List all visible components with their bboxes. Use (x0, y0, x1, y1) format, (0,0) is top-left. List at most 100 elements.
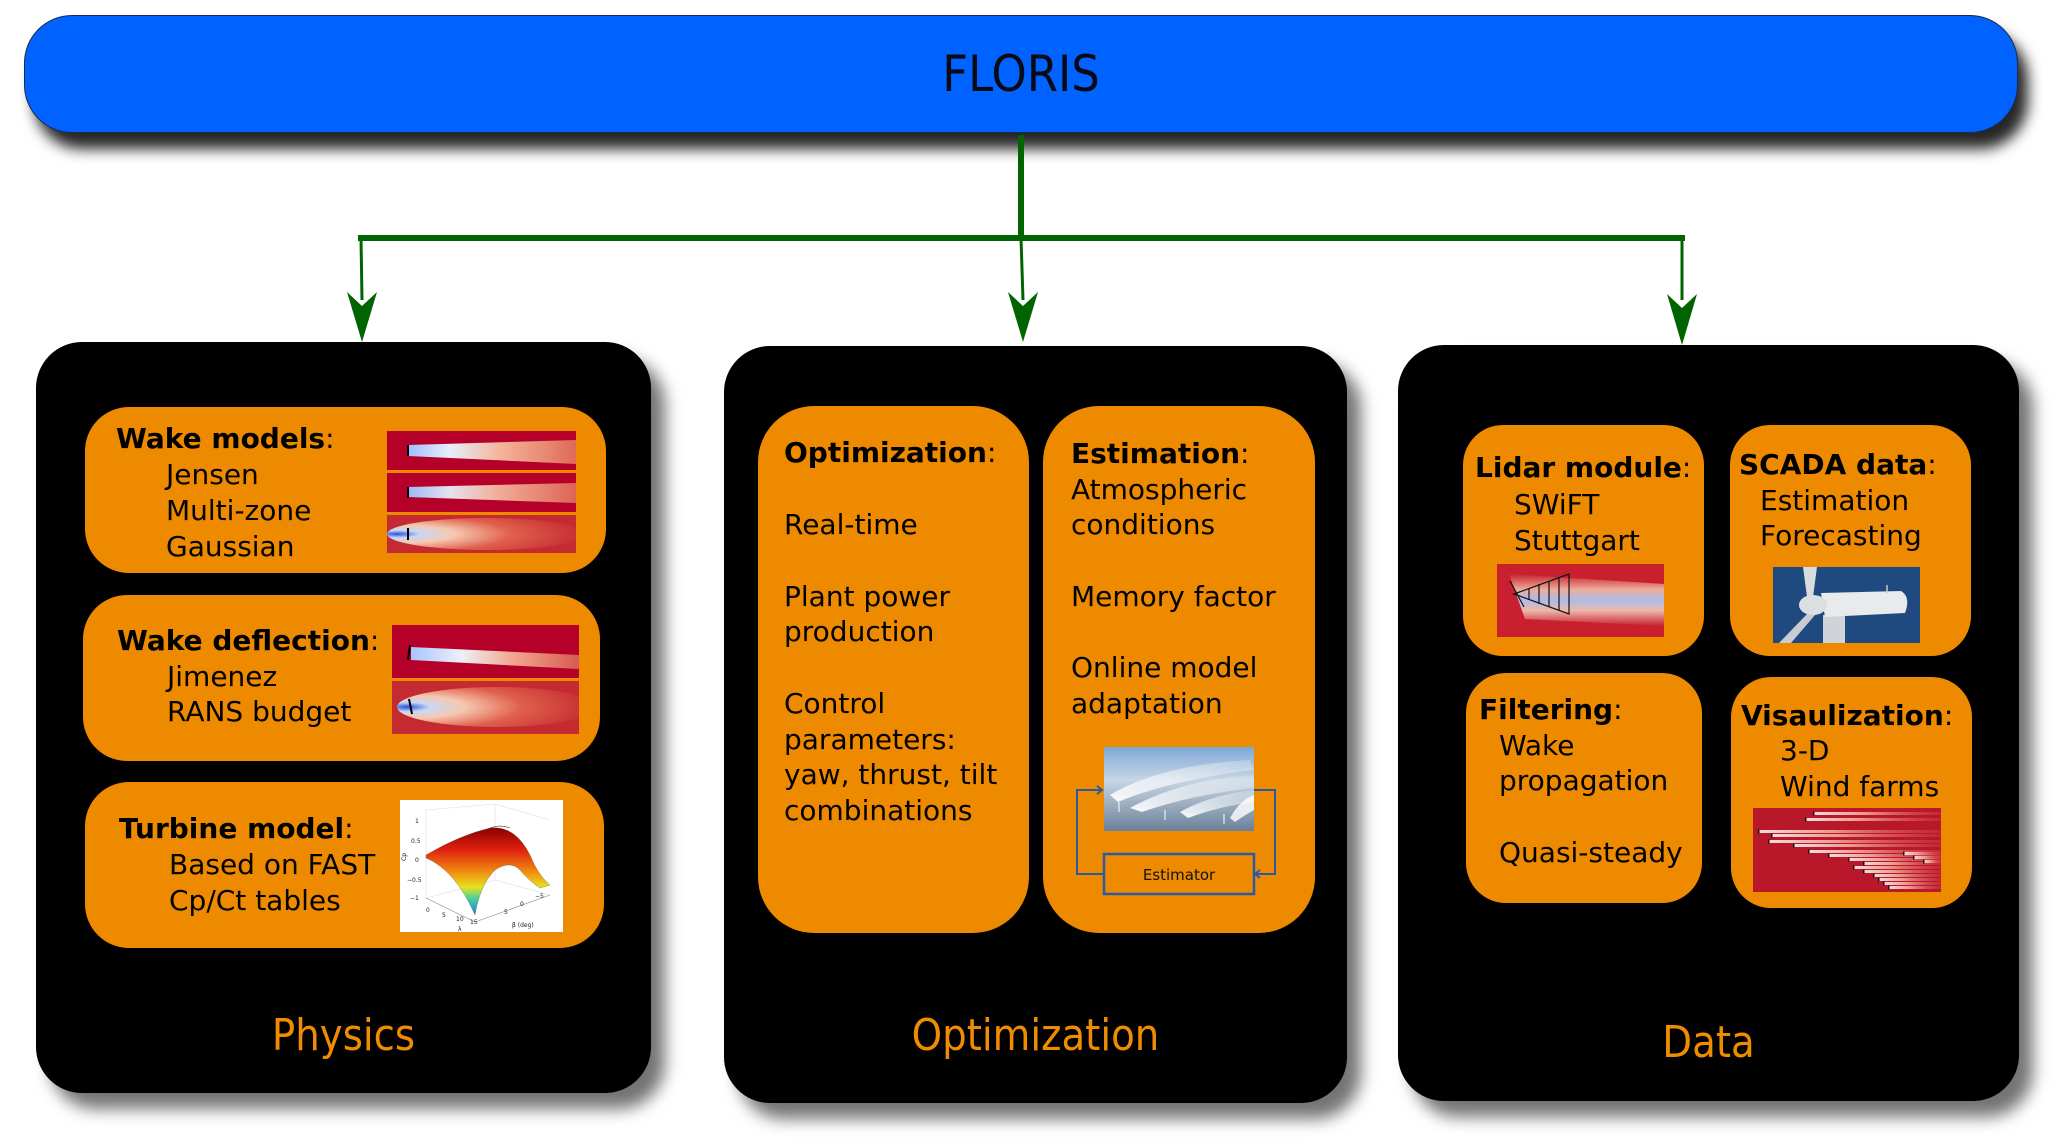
turbine-marker (1878, 877, 1880, 882)
heading-text: Wake deflection (117, 624, 370, 657)
optimization-box: Optimization: Real-time Plant power prod… (758, 406, 1029, 933)
z-tick: 0.5 (411, 838, 421, 845)
filtering-heading: Filtering: (1479, 693, 1623, 726)
estimator-loop-diagram: Estimator (1076, 747, 1276, 896)
visualization-heading: Visaulization: (1741, 699, 1954, 732)
wake-streak (1883, 882, 1941, 885)
wake-streak (1903, 852, 1941, 855)
turbine-marker (1813, 811, 1815, 816)
cp-surface-plot-image: 1 0.5 0 −0.5 −1 0 5 10 15 −5 0 5 β (deg)… (400, 800, 563, 932)
estimation-item: adaptation (1071, 687, 1223, 720)
optimization-item: Real-time (784, 508, 918, 541)
x-tick: 5 (442, 912, 446, 919)
wake-deflection-contours-image (392, 625, 579, 734)
wake-streak (1923, 860, 1941, 863)
heading-text: Turbine model (119, 812, 345, 845)
optimization-panel-label: Optimization (911, 1010, 1160, 1061)
wake-streak (1878, 878, 1941, 881)
wake-model-item: Multi-zone (166, 494, 312, 527)
arrow-to-optimization (1008, 237, 1038, 342)
wake-streak (1808, 850, 1941, 853)
wake-streak (1768, 840, 1941, 843)
optimization-item: combinations (784, 794, 973, 827)
wind-farm-wake-field-image (1753, 808, 1941, 892)
optimization-heading: Optimization: (784, 436, 997, 469)
filtering-item: Quasi-steady (1499, 836, 1683, 869)
y-tick: −5 (535, 893, 544, 900)
scada-item: Forecasting (1760, 519, 1922, 552)
offshore-wind-farm-wakes-photo (1104, 747, 1254, 831)
wake-model-item: Gaussian (166, 530, 295, 563)
filtering-item: propagation (1499, 764, 1669, 797)
estimation-heading: Estimation: (1071, 437, 1250, 470)
turbine-marker (1888, 885, 1890, 890)
wake-models-heading: Wake models: (116, 422, 335, 455)
heading-text: SCADA data (1739, 448, 1928, 481)
estimation-item: conditions (1071, 508, 1216, 541)
optimization-item: Control (784, 687, 886, 720)
turbine-marker (1808, 849, 1810, 854)
turbine-marker (1873, 873, 1875, 878)
turbine-marker (1848, 857, 1850, 862)
x-tick: 10 (456, 916, 464, 923)
lidar-item: SWiFT (1514, 488, 1600, 521)
turbine-marker (1903, 851, 1905, 856)
turbine-marker (1768, 839, 1770, 844)
turbine-marker (1913, 855, 1915, 860)
x-tick: 0 (426, 907, 430, 914)
wake-streak (1873, 874, 1941, 877)
optimization-item: Plant power (784, 580, 950, 613)
filtering-item: Wake (1499, 729, 1575, 762)
filtering-box: Filtering: Wake propagation Quasi-steady (1466, 673, 1702, 903)
wake-deflection-item: RANS budget (167, 695, 352, 728)
y-axis-label: β (deg) (512, 922, 534, 929)
visualization-item: 3-D (1780, 734, 1830, 767)
wake-streak (1863, 870, 1941, 873)
optimization-item: parameters: (784, 723, 956, 756)
heading-text: Lidar module (1475, 451, 1682, 484)
turbine-marker (1828, 853, 1830, 858)
z-tick: 0 (415, 857, 419, 864)
scada-data-heading: SCADA data: (1739, 448, 1937, 481)
wake-streak (1805, 818, 1941, 821)
turbine-model-item: Based on FAST (169, 848, 376, 881)
heading-text: Wake models (116, 422, 326, 455)
visualization-item: Wind farms (1780, 770, 1940, 803)
optimization-item: yaw, thrust, tilt (784, 758, 998, 791)
turbine-marker (1883, 881, 1885, 886)
y-tick: 5 (504, 909, 508, 916)
wake-streak (1813, 812, 1941, 815)
wake-streak (1888, 886, 1941, 889)
turbine-marker (1771, 833, 1773, 838)
heading-text: Estimation (1071, 437, 1240, 470)
turbine-marker (1853, 865, 1855, 870)
heading-text: Optimization (784, 436, 987, 469)
estimation-item: Online model (1071, 651, 1258, 684)
turbine-marker (1923, 859, 1925, 864)
z-tick: 1 (415, 818, 419, 825)
wake-streak (1758, 830, 1941, 833)
wake-streak (1793, 844, 1941, 847)
floris-title: FLORIS (942, 45, 1100, 103)
wake-streak (1853, 866, 1941, 869)
wake-streak (1863, 862, 1941, 865)
z-tick: −0.5 (407, 877, 422, 884)
data-panel-label: Data (1662, 1017, 1755, 1068)
wake-streak (1848, 858, 1941, 861)
estimation-item: Atmospheric (1071, 473, 1248, 506)
turbine-marker (1863, 861, 1865, 866)
turbine-marker (1758, 829, 1760, 834)
x-axis-label: λ (458, 926, 462, 932)
wake-model-item: Jensen (166, 458, 259, 491)
lidar-item: Stuttgart (1514, 524, 1640, 557)
estimator-block (1102, 852, 1256, 896)
z-axis-label: Cp (401, 853, 408, 861)
heading-text: Visaulization (1741, 699, 1944, 732)
lidar-wake-scan-image (1497, 564, 1664, 637)
estimator-label: Estimator (1143, 866, 1216, 884)
turbine-marker (1793, 843, 1795, 848)
heading-text: Filtering (1479, 693, 1614, 726)
y-tick: 0 (520, 901, 524, 908)
wind-turbine-nacelle-photo (1773, 567, 1920, 643)
wake-model-contours-image (387, 431, 576, 553)
